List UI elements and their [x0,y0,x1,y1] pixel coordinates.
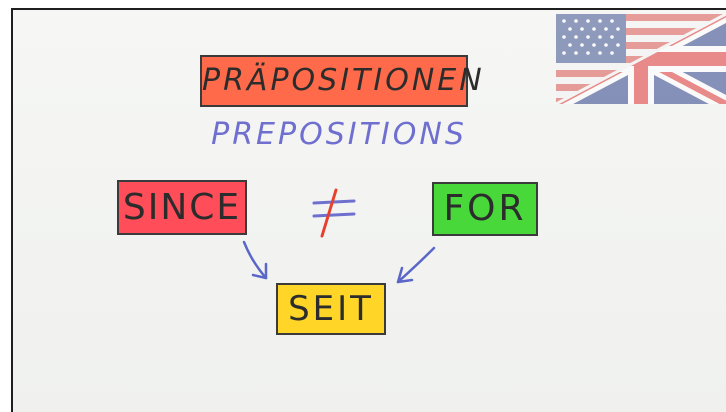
us-uk-flag-icon [556,14,726,104]
seit-card: SEIT [276,283,386,335]
for-card: FOR [432,182,538,236]
since-card: SINCE [117,180,247,235]
subtitle-text: PREPOSITIONS [211,117,467,152]
title-card: PRÄPOSITIONEN [200,55,482,107]
